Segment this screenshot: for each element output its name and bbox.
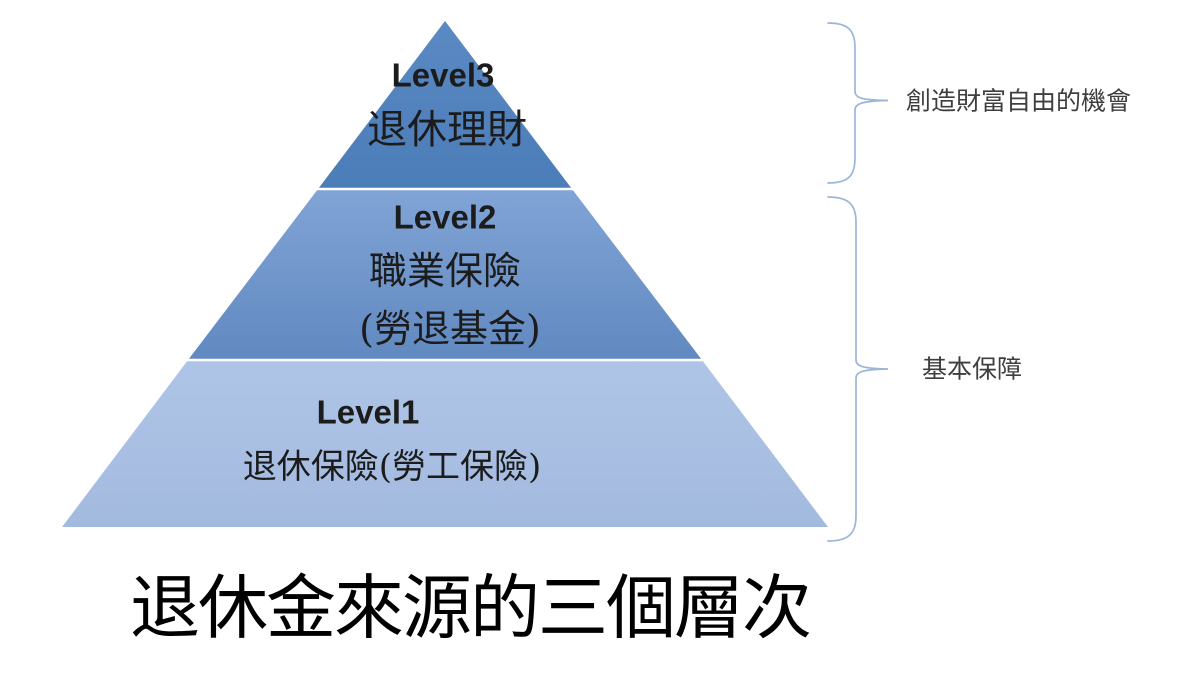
page-title: 退休金來源的三個層次 bbox=[130, 567, 812, 649]
annotation-bottom-label: 基本保障 bbox=[922, 354, 1023, 384]
pyramid-level-3-shape bbox=[318, 21, 572, 189]
level2-caption: 職業保險 bbox=[368, 249, 522, 293]
level3-name: Level3 bbox=[391, 56, 495, 94]
level1-name: Level1 bbox=[316, 393, 420, 431]
pyramid-level-1-shape bbox=[62, 360, 828, 527]
level1-caption: 退休保險(勞工保險) bbox=[242, 447, 542, 487]
level3-caption: 退休理財 bbox=[367, 107, 527, 153]
brace-bottom bbox=[827, 196, 889, 542]
pyramid-level-2-shape bbox=[188, 189, 702, 360]
level2-caption-2: (勞退基金) bbox=[359, 307, 541, 351]
brace-group bbox=[827, 22, 889, 542]
annotation-top-label: 創造財富自由的機會 bbox=[906, 86, 1132, 116]
brace-top bbox=[827, 22, 889, 184]
level2-name: Level2 bbox=[393, 198, 497, 236]
